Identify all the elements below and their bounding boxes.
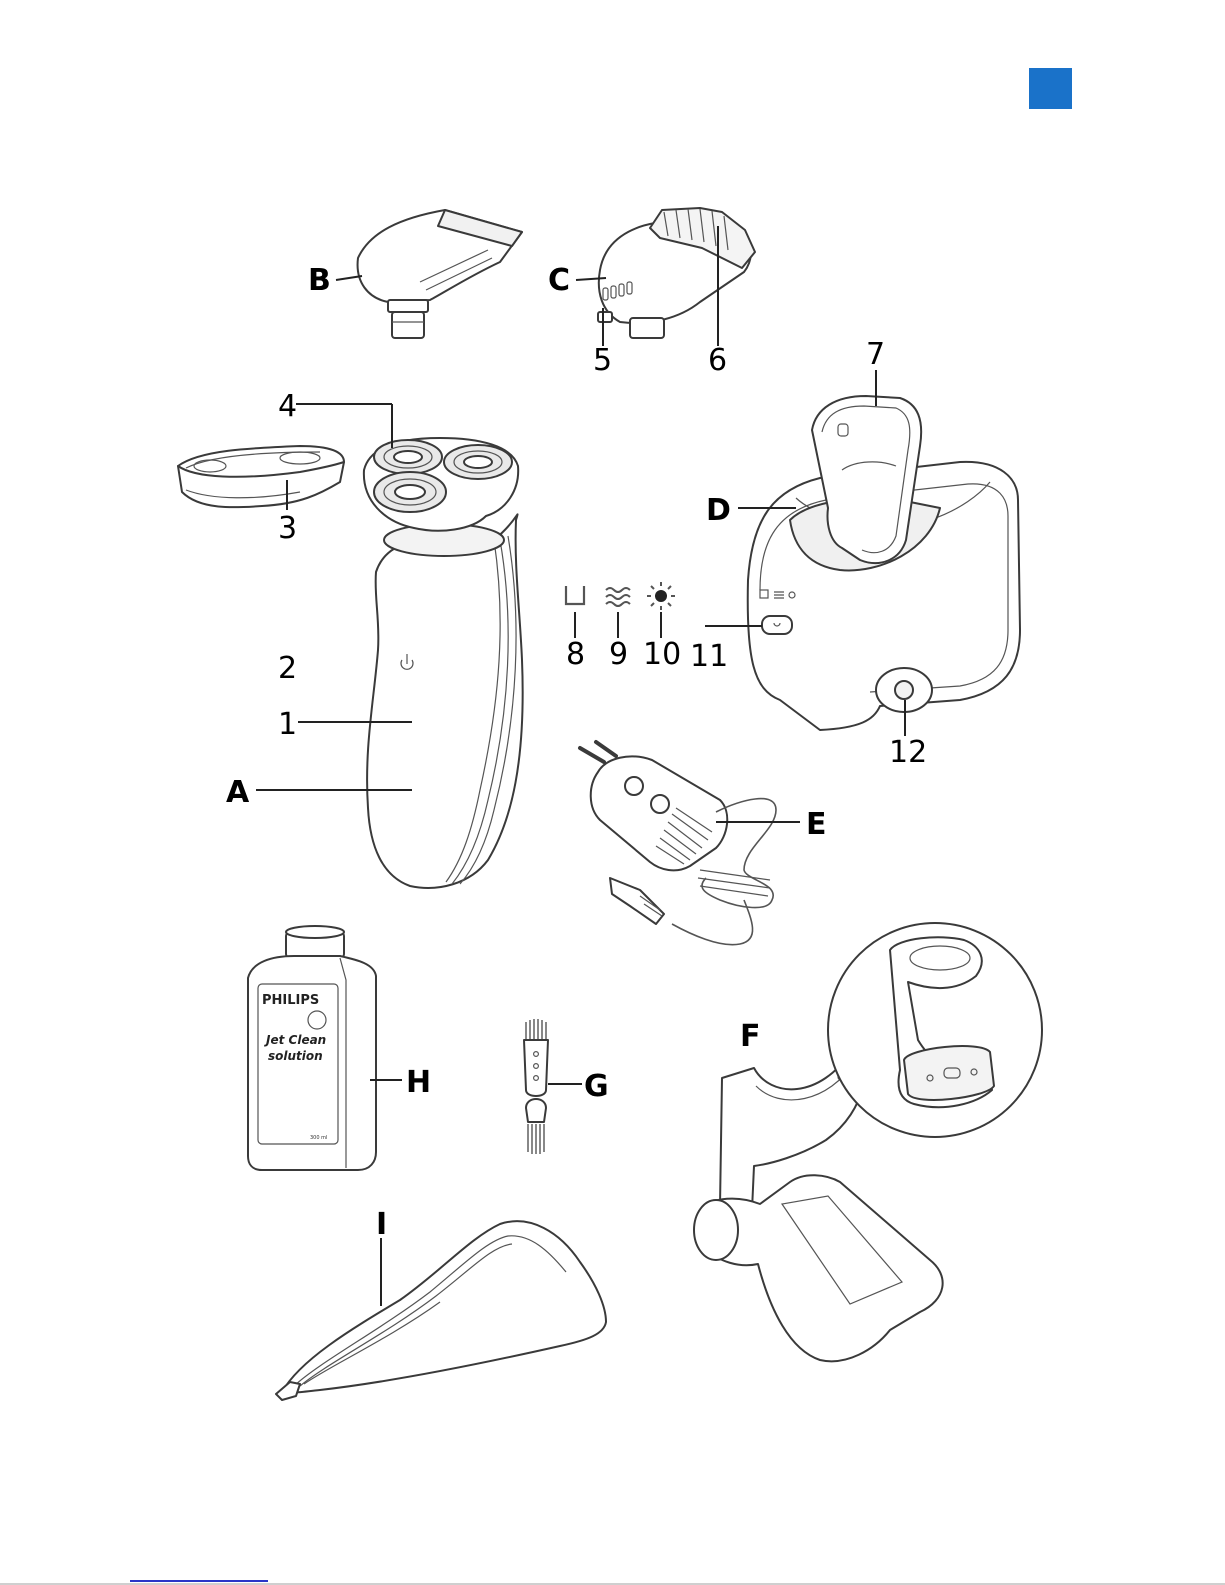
label-4: 4 xyxy=(278,389,297,424)
drying-sun-icon xyxy=(647,582,675,610)
label-g: G xyxy=(584,1069,609,1104)
label-f: F xyxy=(740,1019,761,1054)
label-a: A xyxy=(226,775,250,810)
power-button[interactable] xyxy=(762,616,792,634)
cleaning-brush-g xyxy=(524,1019,548,1154)
cleaning-fluid-icon xyxy=(566,586,584,604)
shaver-body-a xyxy=(364,438,523,888)
label-e: E xyxy=(806,807,827,842)
label-c: C xyxy=(548,263,570,298)
bottle-brand: PHILIPS xyxy=(262,993,319,1008)
beard-styler-attachment-c xyxy=(598,208,755,338)
label-10: 10 xyxy=(643,637,681,672)
power-plug-e xyxy=(580,742,776,945)
cleaning-solution-bottle-h: PHILIPS Jet Clean solution 300 ml xyxy=(248,926,376,1170)
label-11: 11 xyxy=(690,639,728,674)
trimmer-attachment-b xyxy=(358,210,522,338)
label-6: 6 xyxy=(708,343,727,378)
waves-icon xyxy=(606,588,630,606)
label-1: 1 xyxy=(278,707,297,742)
label-8: 8 xyxy=(566,637,585,672)
travel-pouch-i xyxy=(276,1221,606,1400)
bottle-product-line2: solution xyxy=(268,1049,323,1063)
label-3: 3 xyxy=(278,511,297,546)
charging-stand-f xyxy=(694,923,1042,1361)
protection-cap-3 xyxy=(178,446,344,507)
label-9: 9 xyxy=(609,637,628,672)
label-b: B xyxy=(308,263,331,298)
jet-clean-system-d xyxy=(748,396,1020,730)
label-h: H xyxy=(406,1065,431,1100)
label-7: 7 xyxy=(866,337,885,372)
label-d: D xyxy=(706,493,731,528)
label-2: 2 xyxy=(278,651,297,686)
label-5: 5 xyxy=(593,343,612,378)
bottle-product-line1: Jet Clean xyxy=(264,1033,326,1047)
label-i: I xyxy=(376,1207,387,1242)
footer-link-underline xyxy=(130,1580,268,1582)
bottle-volume: 300 ml xyxy=(310,1135,327,1141)
label-12: 12 xyxy=(889,735,927,770)
